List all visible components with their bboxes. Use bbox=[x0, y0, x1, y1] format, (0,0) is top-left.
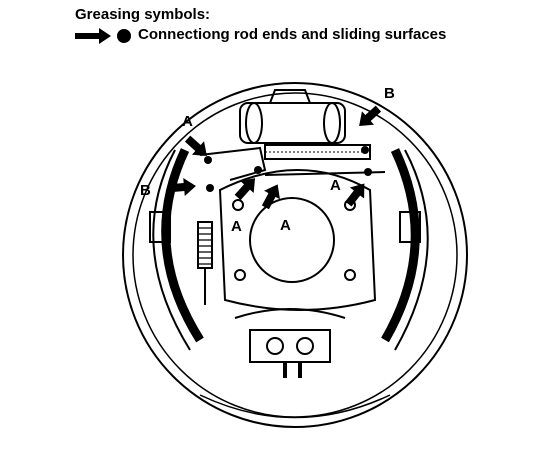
anchor-pin-right bbox=[296, 337, 314, 355]
anchor-block bbox=[249, 329, 331, 363]
callout-arrow-a3 bbox=[261, 184, 280, 210]
callout-arrow-a1 bbox=[184, 135, 207, 157]
hub-bolt-4 bbox=[344, 269, 356, 281]
right-retainer bbox=[399, 211, 421, 243]
wheel-cylinder-right-cap bbox=[323, 102, 341, 144]
callout-a-center: A bbox=[280, 217, 291, 234]
right-brake-shoe bbox=[381, 148, 420, 343]
callout-a-right: A bbox=[330, 177, 341, 194]
legend-title: Greasing symbols: bbox=[75, 6, 211, 23]
left-shoe-lining bbox=[152, 149, 191, 351]
left-retainer bbox=[149, 211, 171, 243]
anchor-pin-left bbox=[266, 337, 284, 355]
lower-return-spring bbox=[234, 308, 346, 319]
wheel-cylinder bbox=[239, 102, 346, 144]
hub-bolt-3 bbox=[234, 269, 246, 281]
bleeder-housing bbox=[269, 89, 311, 104]
anchor-clips bbox=[283, 362, 302, 378]
callout-a-lower-left: A bbox=[231, 218, 242, 235]
grease-arrow-dot-icon bbox=[75, 28, 131, 44]
right-shoe-lining bbox=[394, 149, 429, 351]
hub-bolt-1 bbox=[232, 199, 244, 211]
callout-arrow-b1 bbox=[169, 178, 196, 196]
parking-lever bbox=[199, 146, 267, 181]
grease-point bbox=[361, 146, 369, 154]
backing-plate-outer-rim bbox=[122, 82, 468, 428]
callout-b-left: B bbox=[140, 182, 151, 199]
hub-plate bbox=[218, 169, 377, 311]
callout-arrow-b2 bbox=[359, 105, 382, 127]
backing-plate-lower-lip bbox=[199, 394, 391, 419]
callout-arrow-a4 bbox=[345, 183, 365, 207]
grease-point bbox=[364, 168, 372, 176]
grease-point bbox=[204, 156, 212, 164]
callout-arrow-a2 bbox=[234, 178, 256, 201]
callout-a-upper-left: A bbox=[182, 113, 193, 130]
legend-description: Connectiong rod ends and sliding surface… bbox=[138, 26, 447, 43]
left-brake-shoe bbox=[161, 148, 204, 343]
hold-down-spring bbox=[197, 221, 213, 269]
axle-hole bbox=[249, 197, 335, 283]
grease-point bbox=[254, 166, 262, 174]
callout-b-upper-right: B bbox=[384, 85, 395, 102]
grease-point bbox=[206, 184, 214, 192]
wheel-cylinder-left-cap bbox=[245, 102, 263, 144]
